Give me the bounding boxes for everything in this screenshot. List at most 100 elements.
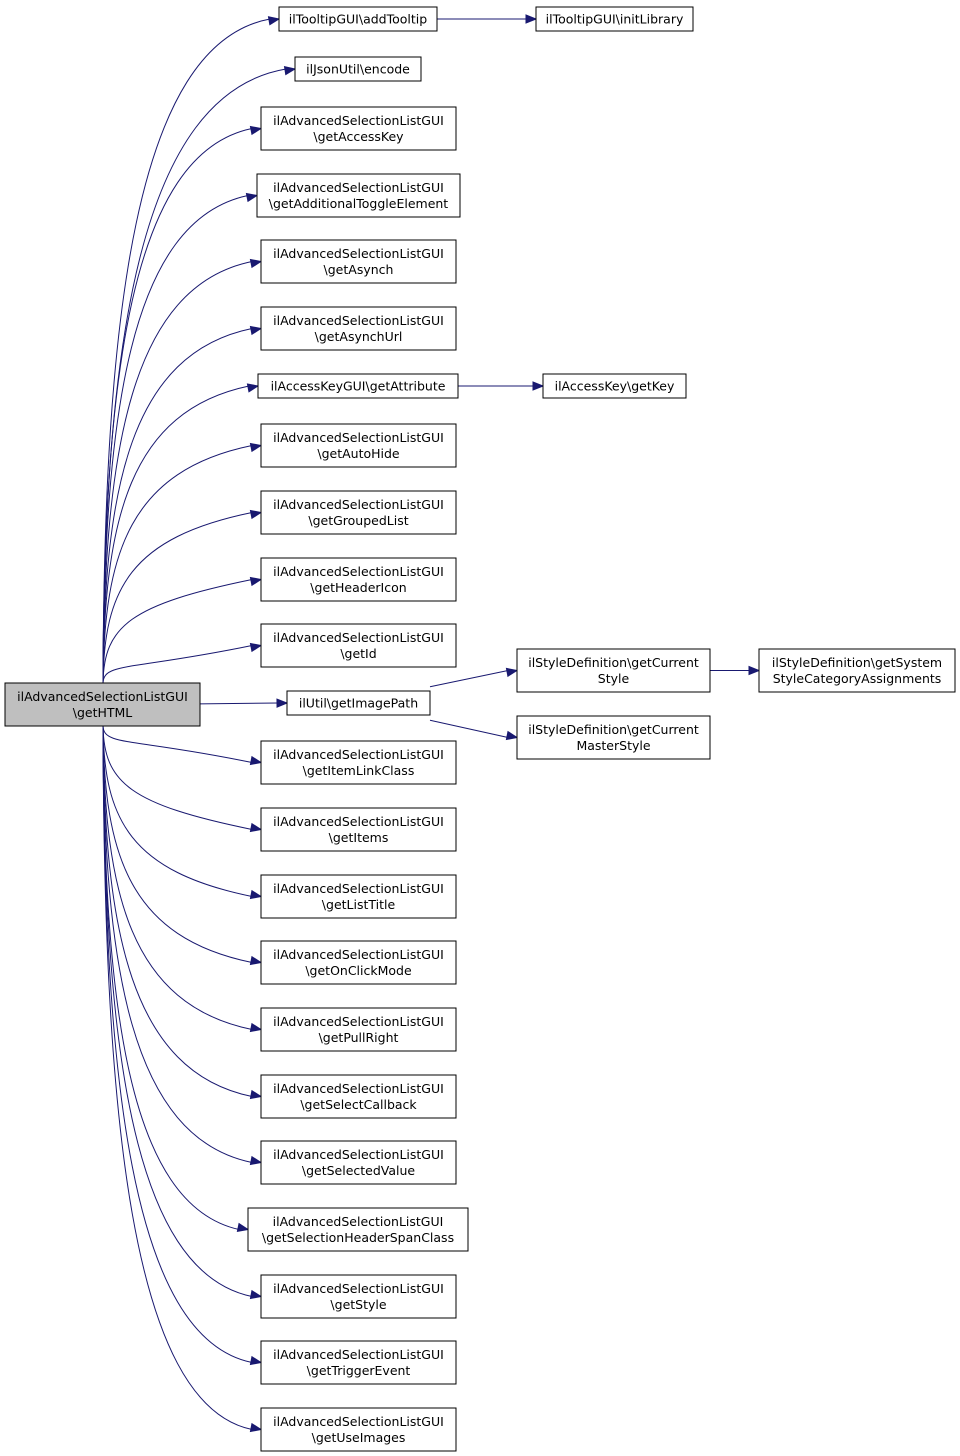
node-get-selection-header-span-class[interactable]: ilAdvancedSelectionListGUI\getSelectionH… <box>247 1207 469 1252</box>
edge-root-to-get-select-callback <box>102 725 263 1100</box>
node-label-line: \getListTitle <box>322 897 396 912</box>
edge-get-current-style-to-get-system-style-category-assignments <box>710 665 761 676</box>
node-box <box>260 423 457 468</box>
node-get-access-key[interactable]: ilAdvancedSelectionListGUI\getAccessKey <box>260 106 457 151</box>
node-label-line: ilAdvancedSelectionListGUI <box>273 246 444 261</box>
node-label-line: \getAsynchUrl <box>315 329 403 344</box>
edge-line <box>102 725 253 830</box>
node-label-line: ilAdvancedSelectionListGUI <box>273 1347 444 1362</box>
edge-get-image-path-to-get-current-style <box>429 667 519 688</box>
node-get-trigger-event[interactable]: ilAdvancedSelectionListGUI\getTriggerEve… <box>260 1340 457 1385</box>
node-get-system-style-category-assignments[interactable]: ilStyleDefinition\getSystemStyleCategory… <box>758 648 956 693</box>
arrowhead <box>249 1422 263 1433</box>
edge-line <box>102 512 253 684</box>
edge-root-to-get-grouped-list <box>102 509 263 684</box>
node-root[interactable]: ilAdvancedSelectionListGUI\getHTML <box>4 682 201 727</box>
node-label-line: ilStyleDefinition\getCurrent <box>528 722 699 737</box>
edge-root-to-add-tooltip <box>102 16 281 684</box>
edge-line <box>102 18 271 684</box>
node-get-image-path[interactable]: ilUtil\getImagePath <box>286 690 431 716</box>
node-box <box>535 6 694 32</box>
arrowhead <box>525 14 538 24</box>
node-init-library[interactable]: ilTooltipGUI\initLibrary <box>535 6 694 32</box>
node-label-line: ilAdvancedSelectionListGUI <box>17 689 188 704</box>
node-get-pull-right[interactable]: ilAdvancedSelectionListGUI\getPullRight <box>260 1007 457 1052</box>
node-get-auto-hide[interactable]: ilAdvancedSelectionListGUI\getAutoHide <box>260 423 457 468</box>
node-label-line: \getStyle <box>330 1297 386 1312</box>
nodes-layer: ilAdvancedSelectionListGUI\getHTML ilTool… <box>4 6 956 1452</box>
node-label-line: ilAdvancedSelectionListGUI <box>273 1014 444 1029</box>
node-box <box>260 1407 457 1452</box>
edge-root-to-get-id <box>102 642 263 684</box>
node-label-line: \getSelectedValue <box>302 1163 416 1178</box>
node-get-asynch[interactable]: ilAdvancedSelectionListGUI\getAsynch <box>260 239 457 284</box>
node-label-line: ilAdvancedSelectionListGUI <box>273 630 444 645</box>
node-label-line: ilAdvancedSelectionListGUI <box>273 564 444 579</box>
node-box <box>257 373 459 399</box>
arrowhead <box>249 576 263 587</box>
node-label-line: ilAdvancedSelectionListGUI <box>273 430 444 445</box>
arrowhead <box>267 16 281 26</box>
arrowhead <box>276 698 289 708</box>
node-label-line: ilAdvancedSelectionListGUI <box>273 1081 444 1096</box>
node-label-line: ilAdvancedSelectionListGUI <box>273 1214 444 1229</box>
node-get-items[interactable]: ilAdvancedSelectionListGUI\getItems <box>260 807 457 852</box>
edge-root-to-get-asynch <box>102 258 263 684</box>
node-label-line: ilAdvancedSelectionListGUI <box>273 1414 444 1429</box>
node-label-line: ilAdvancedSelectionListGUI <box>273 1281 444 1296</box>
node-label-line: \getPullRight <box>319 1030 399 1045</box>
node-label-line: ilStyleDefinition\getSystem <box>772 655 942 670</box>
node-box <box>758 648 956 693</box>
node-label-line: ilAdvancedSelectionListGUI <box>273 313 444 328</box>
node-label-line: ilAdvancedSelectionListGUI <box>273 1147 444 1162</box>
node-get-list-title[interactable]: ilAdvancedSelectionListGUI\getListTitle <box>260 874 457 919</box>
node-box <box>256 173 461 218</box>
node-get-header-icon[interactable]: ilAdvancedSelectionListGUI\getHeaderIcon <box>260 557 457 602</box>
edge-line <box>102 645 253 684</box>
edge-line <box>102 725 253 1030</box>
edge-line <box>102 725 253 1363</box>
edge-line <box>102 725 253 1430</box>
node-get-key[interactable]: ilAccessKey\getKey <box>542 373 687 399</box>
node-label-line: Style <box>598 671 630 686</box>
arrowhead <box>249 1289 263 1300</box>
node-get-attribute[interactable]: ilAccessKeyGUI\getAttribute <box>257 373 459 399</box>
arrowhead <box>249 1155 263 1166</box>
node-label-line: \getHeaderIcon <box>310 580 406 595</box>
node-encode[interactable]: ilJsonUtil\encode <box>294 56 422 82</box>
node-add-tooltip[interactable]: ilTooltipGUI\addTooltip <box>278 6 438 32</box>
edge-line <box>102 725 253 897</box>
node-label-line: MasterStyle <box>576 738 650 753</box>
node-box <box>260 1074 457 1119</box>
node-get-grouped-list[interactable]: ilAdvancedSelectionListGUI\getGroupedLis… <box>260 490 457 535</box>
node-label-line: ilAdvancedSelectionListGUI <box>273 747 444 762</box>
edge-line <box>199 702 279 705</box>
edge-root-to-get-selected-value <box>102 725 263 1166</box>
node-get-additional-toggle-element[interactable]: ilAdvancedSelectionListGUI\getAdditional… <box>256 173 461 218</box>
edge-root-to-get-item-link-class <box>102 725 263 766</box>
node-label-line: ilUtil\getImagePath <box>299 696 418 711</box>
node-label-line: ilTooltipGUI\initLibrary <box>546 12 684 27</box>
edge-root-to-get-list-title <box>102 725 263 900</box>
edge-add-tooltip-to-init-library <box>437 14 538 24</box>
node-get-asynch-url[interactable]: ilAdvancedSelectionListGUI\getAsynchUrl <box>260 306 457 351</box>
arrowhead <box>249 889 263 900</box>
node-get-item-link-class[interactable]: ilAdvancedSelectionListGUI\getItemLinkCl… <box>260 740 457 785</box>
arrowhead <box>245 192 259 203</box>
node-label-line: ilAdvancedSelectionListGUI <box>273 947 444 962</box>
node-label-line: ilAccessKey\getKey <box>555 379 675 394</box>
node-label-line: ilAdvancedSelectionListGUI <box>273 814 444 829</box>
edge-line <box>102 385 250 684</box>
node-get-selected-value[interactable]: ilAdvancedSelectionListGUI\getSelectedVa… <box>260 1140 457 1185</box>
arrowhead <box>249 509 263 520</box>
node-get-id[interactable]: ilAdvancedSelectionListGUI\getId <box>260 623 457 668</box>
edge-root-to-get-asynch-url <box>102 325 263 684</box>
edge-line <box>102 725 253 763</box>
node-get-use-images[interactable]: ilAdvancedSelectionListGUI\getUseImages <box>260 1407 457 1452</box>
node-get-on-click-mode[interactable]: ilAdvancedSelectionListGUI\getOnClickMod… <box>260 940 457 985</box>
node-get-select-callback[interactable]: ilAdvancedSelectionListGUI\getSelectCall… <box>260 1074 457 1119</box>
node-get-style[interactable]: ilAdvancedSelectionListGUI\getStyle <box>260 1274 457 1319</box>
